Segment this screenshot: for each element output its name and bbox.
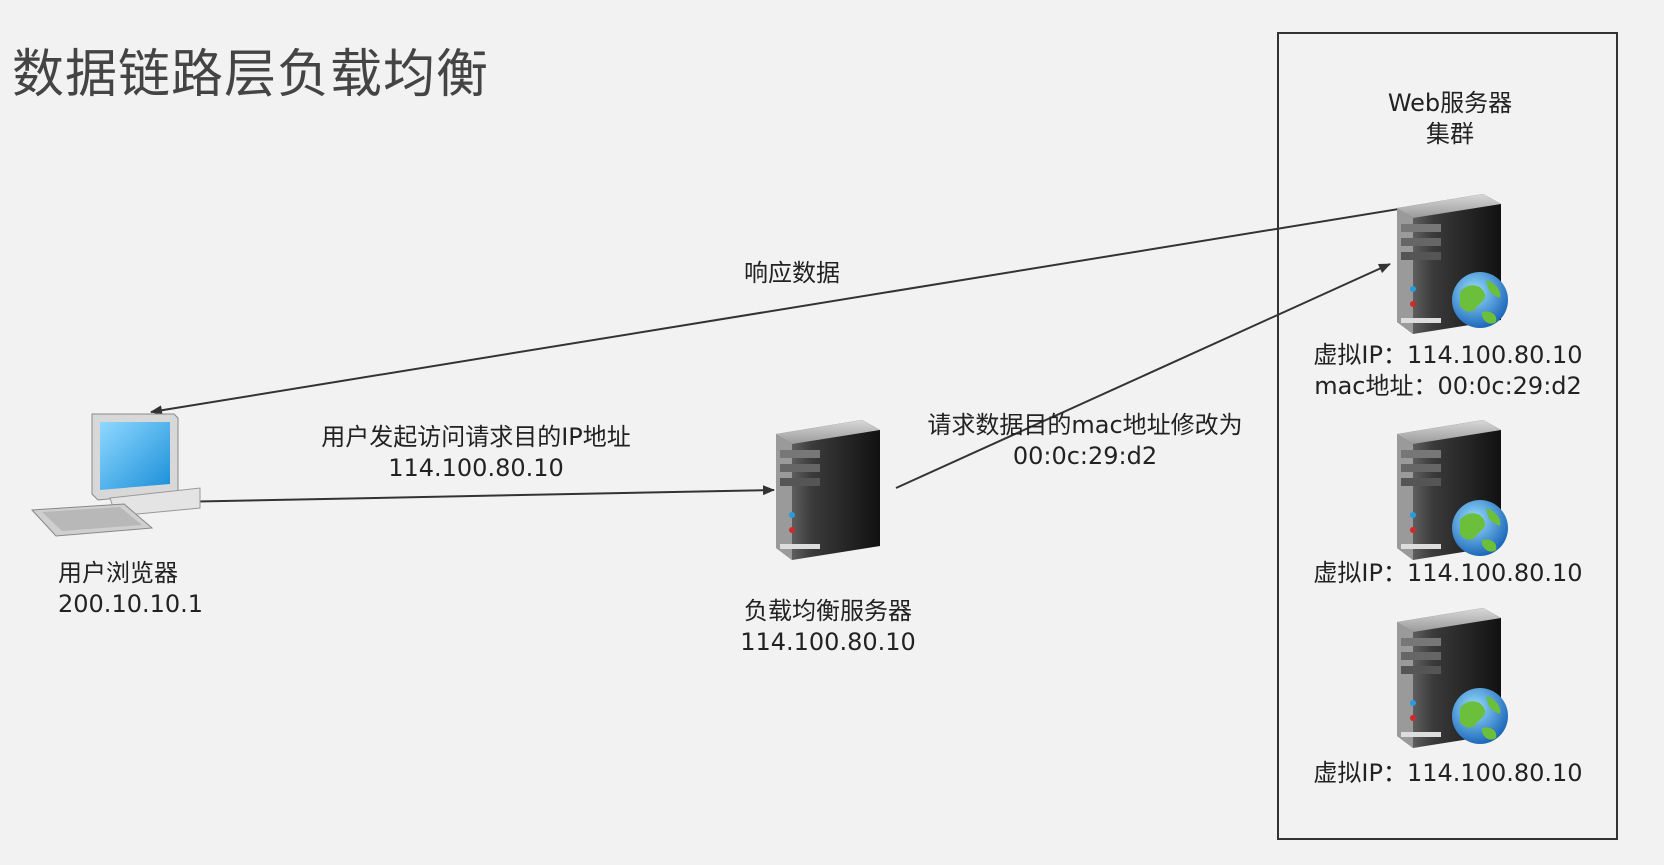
request-edge-line1: 用户发起访问请求目的IP地址 <box>321 423 631 451</box>
request-edge-label: 用户发起访问请求目的IP地址 114.100.80.10 <box>296 422 656 484</box>
server-2-vip: 虚拟IP：114.100.80.10 <box>1313 559 1583 587</box>
rewrite-edge-label: 请求数据目的mac地址修改为 00:0c:29:d2 <box>910 410 1260 472</box>
server-1-vip: 虚拟IP：114.100.80.10 <box>1313 341 1583 369</box>
globe-icon <box>1452 688 1508 744</box>
globe-icon <box>1452 272 1508 328</box>
server-3-vip: 虚拟IP：114.100.80.10 <box>1313 759 1583 787</box>
request-arrow <box>171 485 775 503</box>
request-edge-line2: 114.100.80.10 <box>388 454 564 482</box>
load-balancer-ip: 114.100.80.10 <box>740 628 916 656</box>
client-name: 用户浏览器 <box>58 559 178 587</box>
mac-rewrite-arrow <box>895 263 1391 489</box>
rewrite-edge-line2: 00:0c:29:d2 <box>1012 442 1158 470</box>
cluster-title-line1: Web服务器 <box>1387 89 1513 117</box>
response-arrow <box>150 207 1406 416</box>
diagram-title: 数据链路层负载均衡 <box>12 45 490 105</box>
response-edge-line1: 响应数据 <box>744 259 840 287</box>
client-label: 用户浏览器 200.10.10.1 <box>58 558 203 620</box>
web-cluster-box <box>1277 32 1618 840</box>
globe-icon <box>1452 500 1508 556</box>
response-edge-label: 响应数据 <box>744 258 840 289</box>
server-icon <box>776 420 880 560</box>
client-ip: 200.10.10.1 <box>58 590 204 618</box>
cluster-title-line2: 集群 <box>1426 120 1474 148</box>
load-balancer-label: 负载均衡服务器 114.100.80.10 <box>728 596 928 658</box>
server-2-label: 虚拟IP：114.100.80.10 <box>1290 558 1606 589</box>
cluster-title: Web服务器 集群 <box>1347 88 1553 150</box>
server-1-label: 虚拟IP：114.100.80.10 mac地址：00:0c:29:d2 <box>1290 340 1606 402</box>
load-balancer-name: 负载均衡服务器 <box>744 597 912 625</box>
server-3-label: 虚拟IP：114.100.80.10 <box>1290 758 1606 789</box>
computer-icon <box>30 413 201 537</box>
server-1-mac: mac地址：00:0c:29:d2 <box>1314 372 1582 400</box>
rewrite-edge-line1: 请求数据目的mac地址修改为 <box>927 411 1243 439</box>
